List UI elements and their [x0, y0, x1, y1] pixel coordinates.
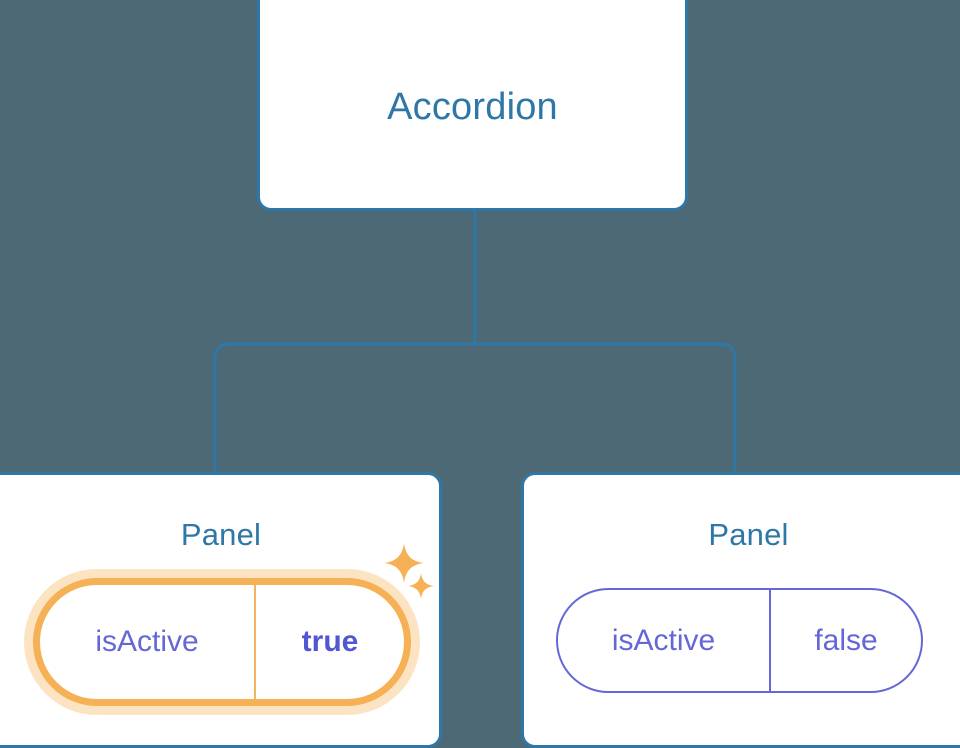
node-accordion[interactable]: Accordion: [257, 0, 688, 211]
prop-key-label: isActive: [40, 585, 256, 699]
prop-pill-isactive-true[interactable]: isActive true: [33, 578, 411, 706]
connector-branch-bar: [213, 342, 737, 472]
prop-value-label: false: [814, 623, 878, 657]
prop-key-label: isActive: [558, 590, 771, 691]
node-accordion-title: Accordion: [387, 86, 558, 128]
node-panel-active-title: Panel: [180, 517, 262, 552]
prop-pill-isactive-false[interactable]: isActive false: [556, 588, 923, 693]
prop-value-label: true: [301, 625, 359, 658]
node-panel-inactive-title: Panel: [708, 517, 789, 552]
